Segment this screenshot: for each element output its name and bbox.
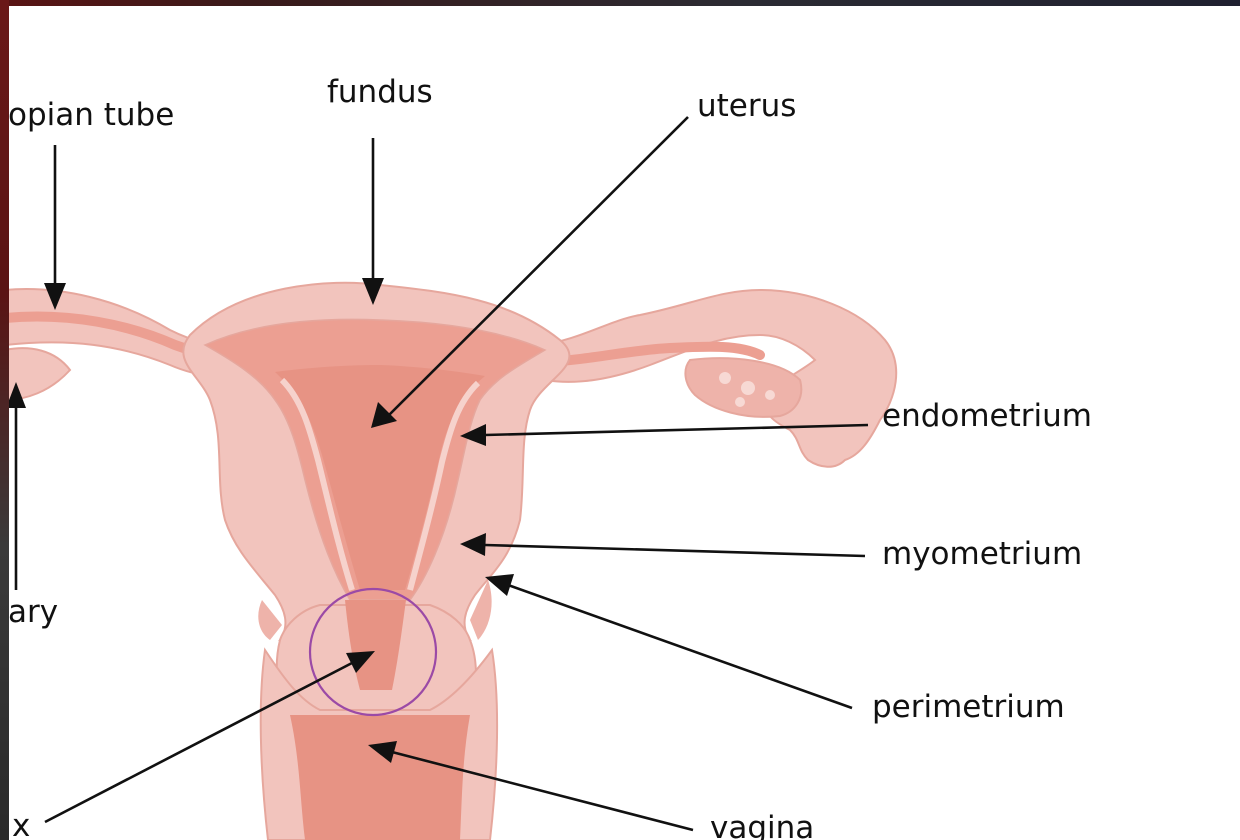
window-frame-left bbox=[0, 0, 9, 840]
window-frame-top bbox=[0, 0, 1240, 6]
label-fundus: fundus bbox=[327, 74, 433, 305]
svg-text:ary: ary bbox=[8, 594, 58, 630]
svg-text:uterus: uterus bbox=[697, 88, 796, 124]
label-perimetrium: perimetrium bbox=[485, 574, 1065, 725]
svg-text:x: x bbox=[12, 808, 30, 840]
label-fallopian-tube: opian tube bbox=[8, 97, 174, 310]
label-myometrium: myometrium bbox=[460, 533, 1082, 572]
svg-text:fundus: fundus bbox=[327, 74, 433, 110]
svg-text:perimetrium: perimetrium bbox=[872, 689, 1065, 725]
svg-text:opian tube: opian tube bbox=[8, 97, 174, 133]
arrow-line bbox=[508, 585, 852, 708]
svg-text:vagina: vagina bbox=[710, 810, 814, 840]
arrow-line bbox=[485, 545, 865, 556]
fallopian-tube-right bbox=[540, 290, 896, 467]
label-ovary: ary bbox=[6, 382, 58, 630]
svg-text:myometrium: myometrium bbox=[882, 536, 1082, 572]
svg-text:endometrium: endometrium bbox=[882, 398, 1092, 434]
